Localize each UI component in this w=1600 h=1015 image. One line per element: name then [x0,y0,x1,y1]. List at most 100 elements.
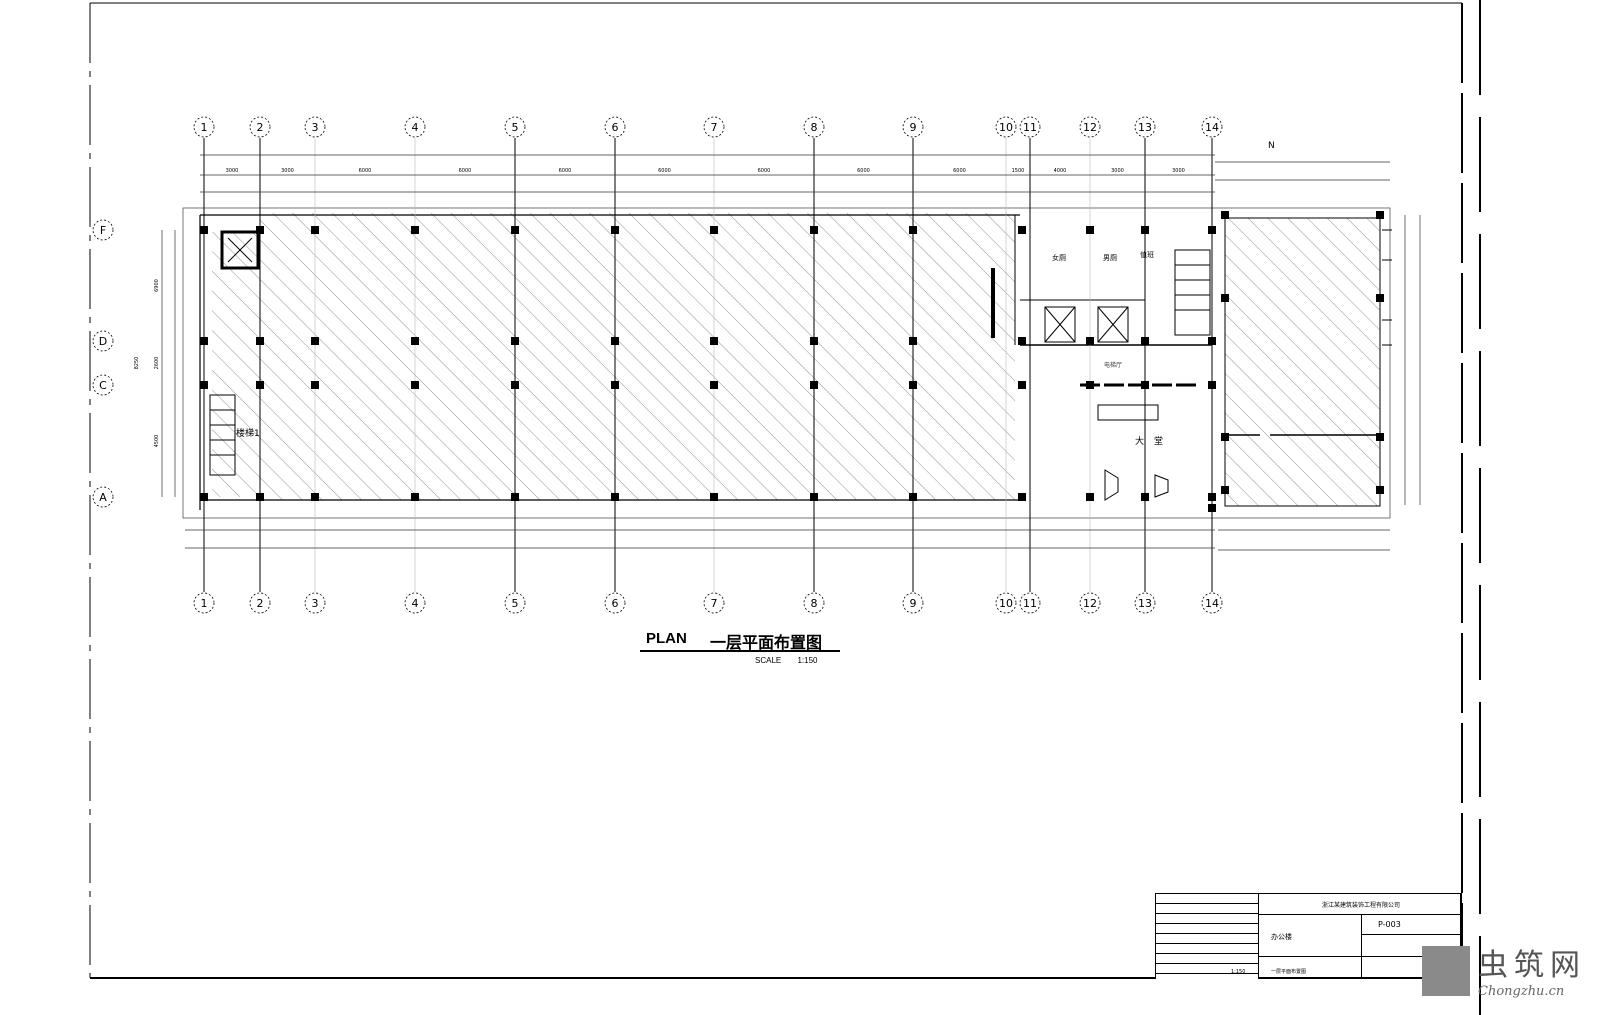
scale-label: SCALE 1:150 [755,656,818,665]
dimension-text: 8250 [134,357,140,370]
column [1018,337,1026,345]
column [411,226,419,234]
column [1141,337,1149,345]
column [411,381,419,389]
grid-label: 2 [257,121,264,134]
grid-bubble [304,116,326,138]
structural-columns [200,211,1384,512]
grid-bubble [92,219,114,241]
column [1141,493,1149,501]
grid-label: A [99,491,107,504]
grid-label: 3 [312,121,319,134]
grid-label: 6 [612,121,619,134]
grid-bubble [1079,116,1101,138]
column [311,493,319,501]
column [311,226,319,234]
column [1208,381,1216,389]
dimension-text: 6000 [658,168,671,174]
grid-bubble [803,116,825,138]
column [1221,211,1229,219]
column [1018,226,1026,234]
dimension-text: 3000 [1111,168,1124,174]
divider [1258,914,1463,915]
column [256,493,264,501]
dimension-text: 6000 [857,168,870,174]
column [1141,226,1149,234]
grid-bubble [803,592,825,614]
room-label-stair-1: 楼梯1 [236,429,260,439]
grid-bubble [504,592,526,614]
grid-label: F [100,224,106,237]
dimension-text: 2600 [154,357,160,370]
grid-label: D [99,335,107,348]
column [1376,486,1384,494]
column [200,381,208,389]
room-label-c: 值班 [1140,251,1154,259]
dimension-text: 6000 [953,168,966,174]
title-block: 浙江某建筑装饰工程有限公司 办公楼 P-003 一层平面布置图 1:150 [1155,893,1463,979]
column [1086,226,1094,234]
room-label-a: 女厕 [1052,254,1066,262]
watermark: 虫筑网 Chongzhu.cn [1420,940,1600,1015]
sheet-scale: 1:150 [1231,969,1246,975]
column [1086,381,1094,389]
grid-label: 7 [711,121,718,134]
grid-bubble [1134,592,1156,614]
room-label-elevator-hall: 电梯厅 [1104,362,1123,369]
column [710,226,718,234]
grid-label: 4 [412,121,419,134]
dimension-text: 3000 [281,168,294,174]
grid-label: 5 [512,121,519,134]
column [1221,294,1229,302]
column [511,493,519,501]
column [511,226,519,234]
grid-label: 1 [201,121,208,134]
grid-bubble [703,116,725,138]
grid-bubble [404,592,426,614]
grid-bubble [1134,116,1156,138]
grid-bubble [604,116,626,138]
column [710,493,718,501]
grid-label: 9 [910,121,917,134]
grid-label: 2 [257,597,264,610]
grid-bubble [1019,116,1041,138]
building-outline [182,207,1392,519]
grid-label: 14 [1205,121,1219,134]
column [511,337,519,345]
grid-label: 10 [999,121,1013,134]
scale-label-text: SCALE [755,656,782,665]
column [1376,294,1384,302]
column [1376,433,1384,441]
grid-bubble [504,116,526,138]
dimension-text: 1500 [1012,168,1025,174]
column [200,337,208,345]
column [810,337,818,345]
column [411,337,419,345]
dimension-text: 4000 [1054,168,1067,174]
grid-bubble [249,116,271,138]
column [200,226,208,234]
grid-bubble [902,116,924,138]
column [311,381,319,389]
grid-bubble [703,592,725,614]
grid-label: 11 [1023,597,1037,610]
grid-bubble [193,116,215,138]
column [1221,433,1229,441]
column [1208,493,1216,501]
grid-bubble [995,116,1017,138]
drawing-title-en: PLAN [646,630,687,647]
column [909,337,917,345]
grid-label: 11 [1023,121,1037,134]
drawing-number: P-003 [1378,920,1401,929]
grid-bubble [193,592,215,614]
column [200,493,208,501]
column [511,381,519,389]
dimension-text: 4500 [154,435,160,448]
grid-label: C [99,379,107,392]
grid-label: 12 [1083,597,1097,610]
grid-bubble [304,592,326,614]
column [311,337,319,345]
grid-label: 13 [1138,121,1152,134]
